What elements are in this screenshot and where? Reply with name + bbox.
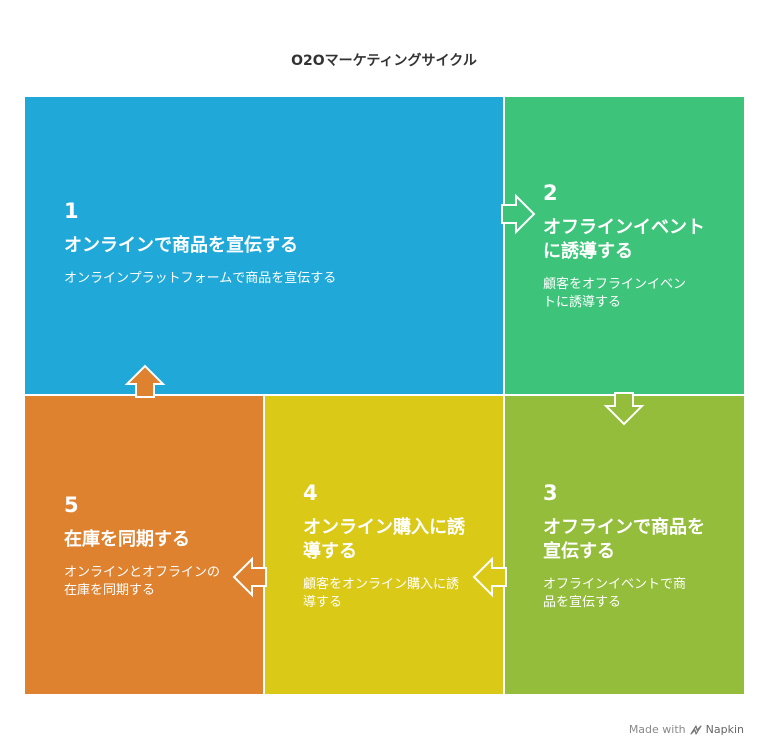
step2-panel <box>504 97 744 395</box>
arrow-right-icon <box>501 193 536 235</box>
step2-description: 顧客をオフラインイベントに誘導する <box>543 277 687 310</box>
made-with-label: Made with <box>628 723 686 736</box>
step4-number: 4 <box>303 481 318 505</box>
step1-number: 1 <box>64 199 79 223</box>
step2-text: 2 オフラインイベントに誘導する 顧客をオフラインイベントに誘導する <box>543 180 713 312</box>
step5-description: オンラインとオフラインの在庫を同期する <box>64 565 221 598</box>
step3-title: オフラインで商品を宣伝する <box>543 517 705 562</box>
step4-panel <box>264 395 504 694</box>
arrow-left-icon <box>472 556 507 598</box>
napkin-brand: Napkin <box>705 723 744 736</box>
arrow-down-icon <box>603 392 645 426</box>
diagram-title: O2Oマーケティングサイクル <box>291 53 477 69</box>
step3-number: 3 <box>543 481 558 505</box>
step4-title: オンライン購入に誘導する <box>303 517 465 562</box>
step2-title: オフラインイベントに誘導する <box>543 217 705 262</box>
step5-panel <box>25 395 264 694</box>
step5-title: 在庫を同期する <box>64 529 190 550</box>
step5-number: 5 <box>64 493 79 517</box>
step1-panel <box>25 97 504 395</box>
arrow-up-icon <box>124 364 166 398</box>
napkin-logo-icon <box>690 724 702 735</box>
arrow-left-icon <box>232 556 267 598</box>
step1-text: 1 オンラインで商品を宣伝する オンラインプラットフォームで商品を宣伝する <box>64 198 484 288</box>
step3-panel <box>504 395 744 694</box>
step5-text: 5 在庫を同期する オンラインとオフラインの在庫を同期する <box>64 492 239 600</box>
step4-text: 4 オンライン購入に誘導する 顧客をオンライン購入に誘導する <box>303 480 478 612</box>
step1-description: オンラインプラットフォームで商品を宣伝する <box>64 271 337 286</box>
step1-title: オンラインで商品を宣伝する <box>64 235 298 256</box>
footer: Made with Napkin <box>629 723 744 736</box>
step4-description: 顧客をオンライン購入に誘導する <box>303 577 460 610</box>
step2-number: 2 <box>543 181 558 205</box>
step3-text: 3 オフラインで商品を宣伝する オフラインイベントで商品を宣伝する <box>543 480 718 612</box>
step3-description: オフラインイベントで商品を宣伝する <box>543 577 687 610</box>
